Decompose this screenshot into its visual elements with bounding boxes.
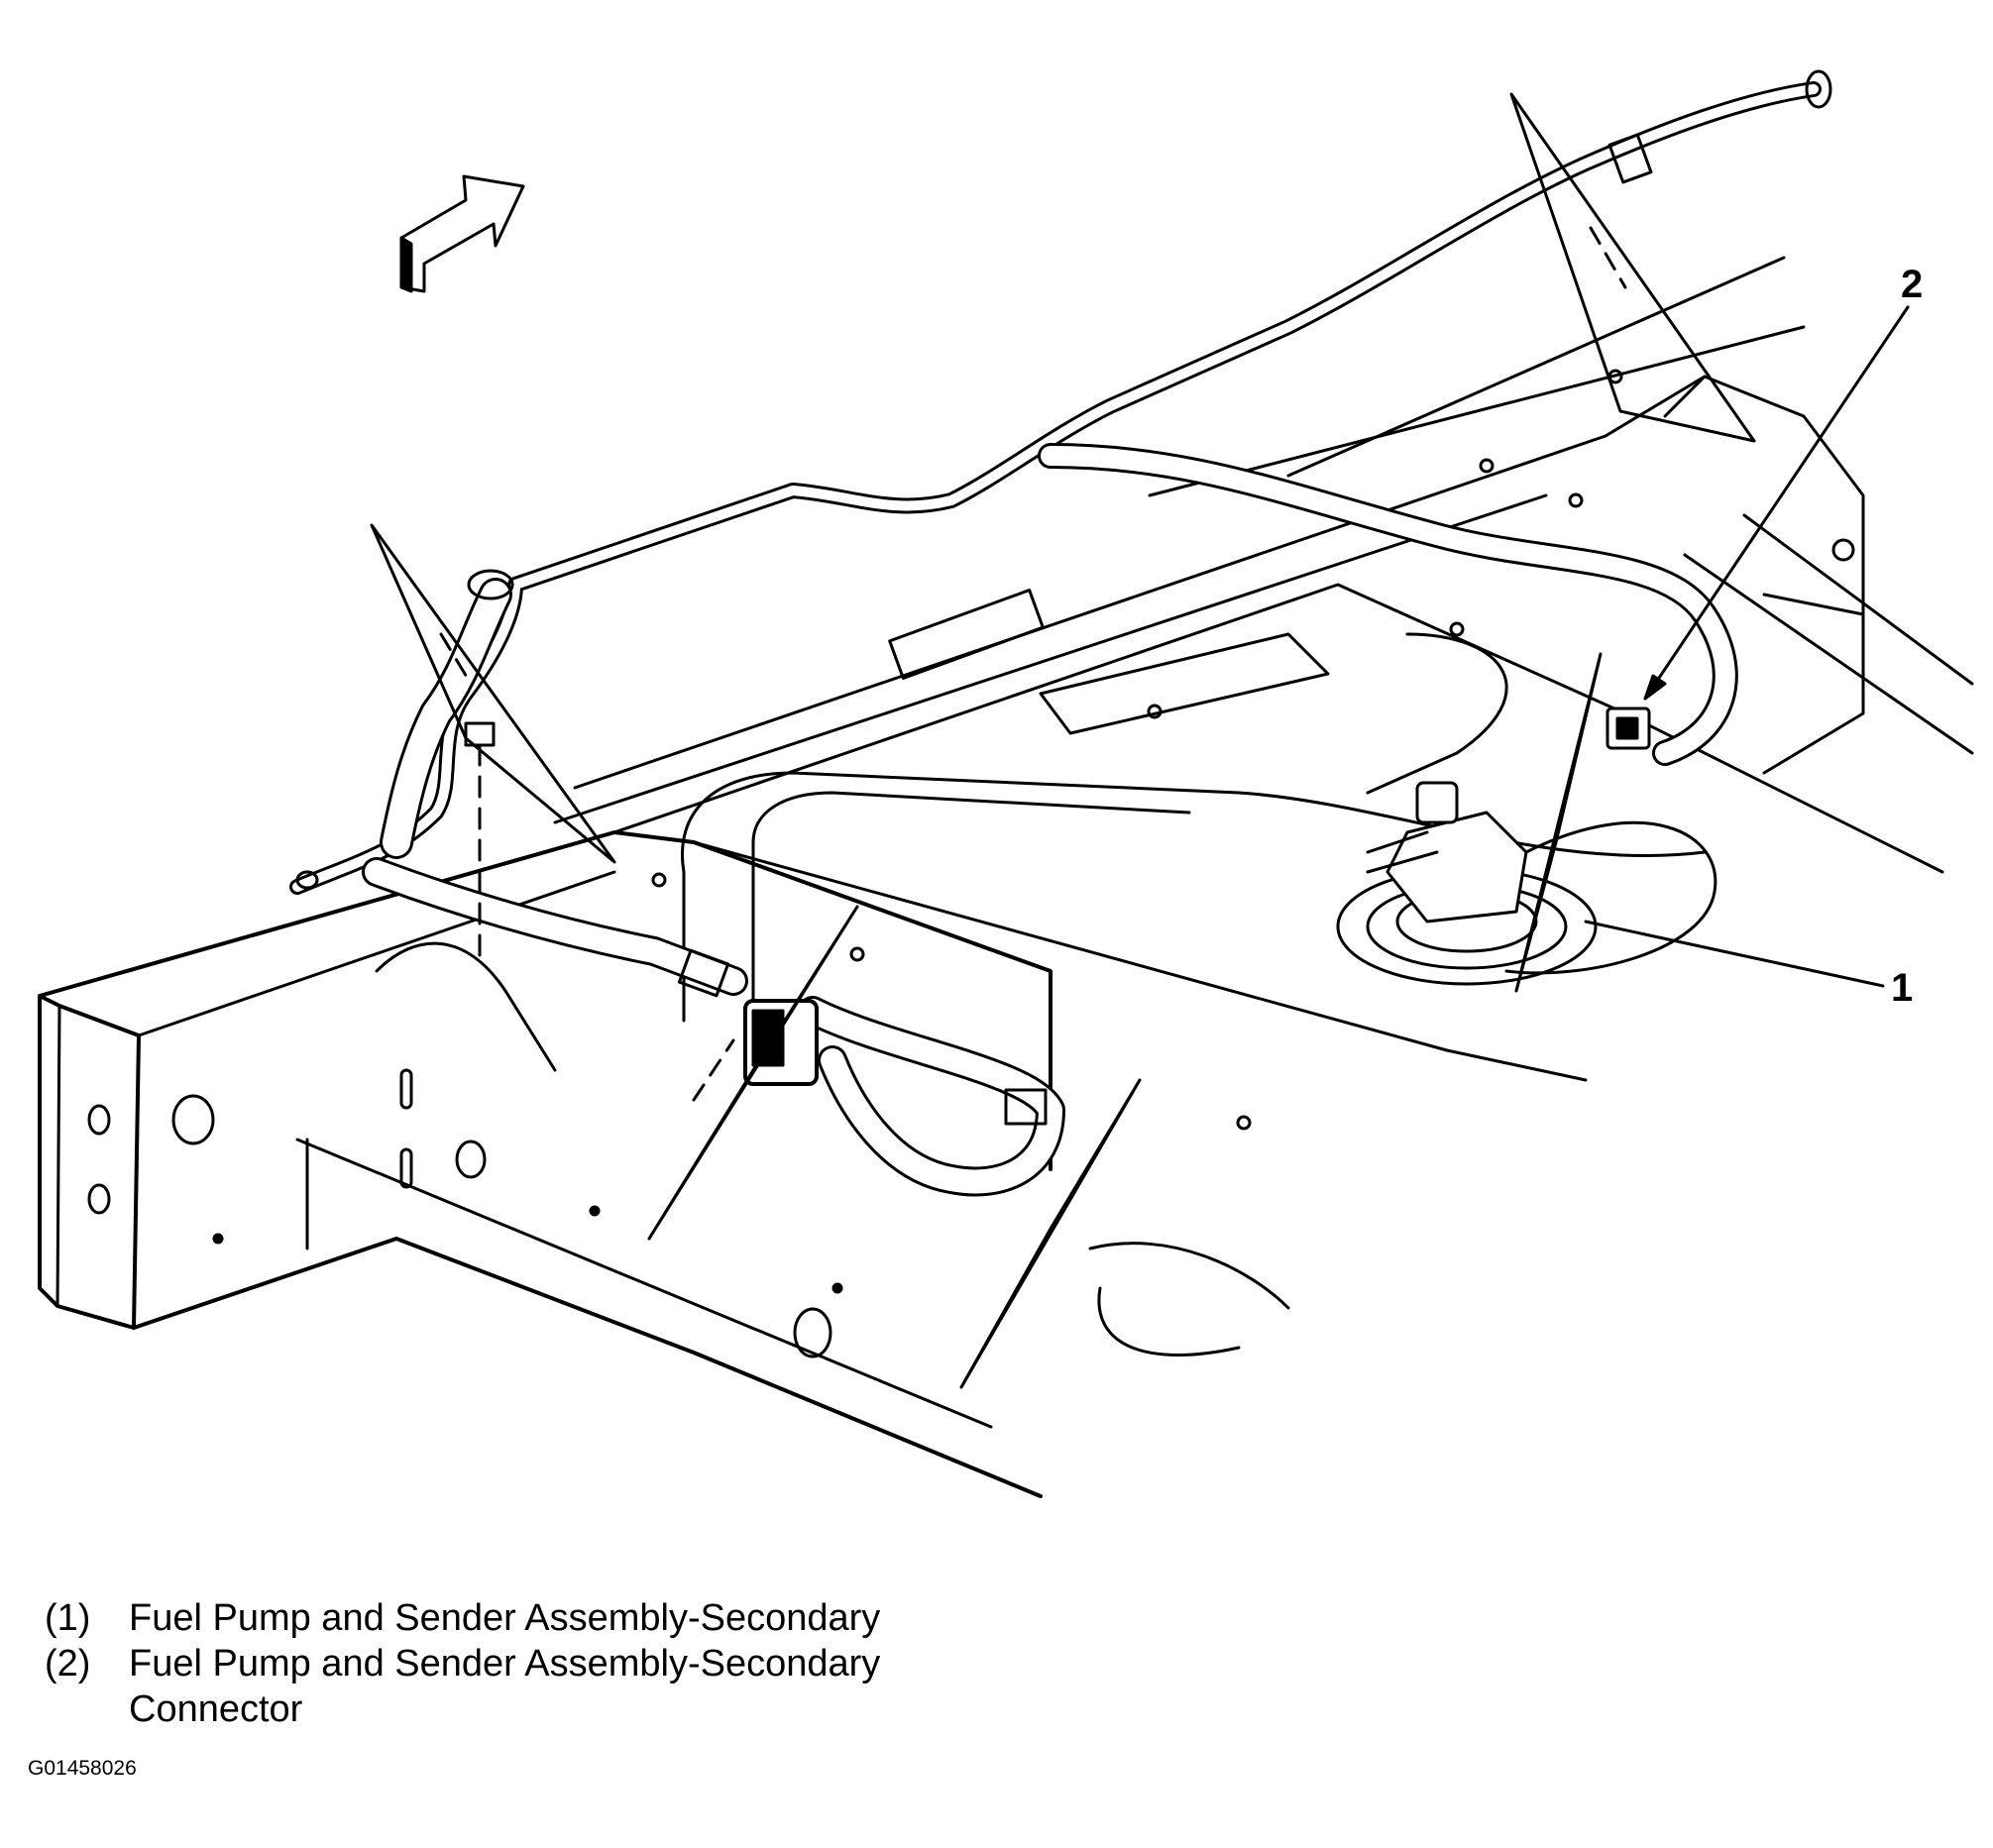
fuel-pump-and-sender-connector	[1605, 707, 1651, 750]
callout-1: 1	[1891, 966, 1913, 1010]
diagram-illustration: 2 1	[38, 69, 1974, 1498]
frame-rail-right	[553, 256, 1974, 1082]
harness-clips	[464, 133, 1653, 1126]
legend-number: (2)	[45, 1643, 91, 1685]
detail-arrows	[370, 92, 1756, 1389]
legend-item: (1) Fuel Pump and Sender Assembly-Second…	[45, 1595, 1021, 1641]
fuel-tank	[375, 632, 1717, 1357]
leader-line-2	[1643, 305, 1910, 701]
legend-item: (2) Fuel Pump and Sender Assembly-Second…	[45, 1641, 1021, 1732]
legend-text: Fuel Pump and Sender Assembly-Secondary …	[129, 1643, 881, 1730]
callout-2: 2	[1901, 263, 1923, 306]
fuel-pump-and-sender-assembly	[1336, 781, 1598, 986]
front-direction-arrow-icon	[399, 174, 525, 293]
wiring-harness	[289, 69, 1832, 1197]
legend: (1) Fuel Pump and Sender Assembly-Second…	[45, 1595, 1021, 1732]
legend-text: Fuel Pump and Sender Assembly-Secondary	[129, 1597, 881, 1639]
frame-rail-left	[38, 830, 1252, 1498]
harness-connector	[743, 999, 819, 1086]
legend-number: (1)	[45, 1597, 91, 1639]
figure-id: G01458026	[28, 1757, 137, 1780]
leader-line-1	[1584, 920, 1885, 988]
